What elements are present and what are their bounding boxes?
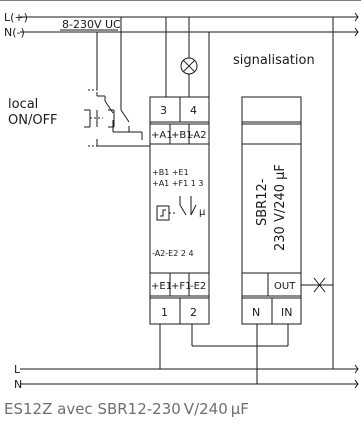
sbr12-terminal-n: N [252,306,260,319]
es12z-terminal-f1: +F1 [171,281,192,292]
label-local: local [8,97,38,112]
cross-terminal-icon [313,277,326,293]
es12z-inner-row2: +A1 +F1 1 3 [152,179,203,188]
top-border [0,0,361,1]
es12z-terminal-1: 1 [161,306,168,319]
label-signalisation: signalisation [233,53,315,68]
relay-coil-icon [156,196,197,221]
es12z-terminal-a2: -A2 [190,130,207,141]
es12z-mu: μ [199,207,206,218]
es12z-terminal-3: 3 [160,104,167,117]
pushbutton-icon [84,89,130,147]
label-neutral-top: N(-) [4,26,25,39]
es12z-terminal-4: 4 [190,104,197,117]
rail-line-top-arrow [354,12,359,22]
es12z-terminal-b1: +B1 [171,130,193,141]
diagram-caption: ES12Z avec SBR12-230 V/240 μF [4,400,249,418]
label-line-bottom: L [14,363,21,376]
es12z-terminal-a1: +A1 [151,130,173,141]
sbr12-out-label: OUT [274,281,296,292]
label-voltage: 8-230V UC [62,18,121,31]
lamp-icon [180,57,198,75]
label-on-off: ON/OFF [8,113,58,128]
sbr12-terminal-in: IN [281,306,292,319]
rail-neutral-top-arrow [354,27,359,37]
es12z-inner-row3: -A2-E2 2 4 [152,249,194,258]
sbr12-label-1: SBR12- [255,178,270,226]
es12z-inner-row1: +B1 +E1 [152,168,189,177]
es12z-terminal-2: 2 [190,306,197,319]
rail-line-bottom-arrow [354,364,359,374]
es12z-terminal-e2: -E2 [190,281,206,292]
es12z-terminal-e1: +E1 [151,281,172,292]
sbr12-label-2: 230 V/240 μF [273,164,288,251]
label-neutral-bottom: N [14,378,22,391]
label-line-top: L(+) [4,11,28,24]
rail-neutral-bottom-arrow [354,379,359,389]
